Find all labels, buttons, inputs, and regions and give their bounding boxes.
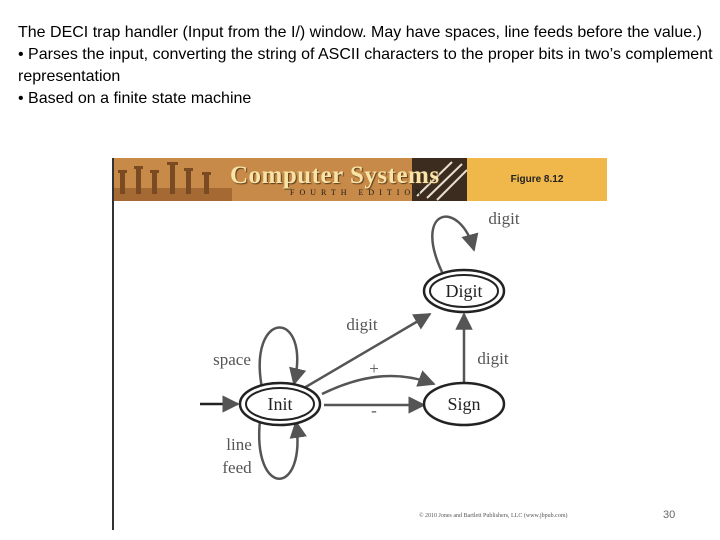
- state-digit-label: Digit: [445, 281, 482, 301]
- bullet-parses: • Parses the input, converting the strin…: [18, 46, 713, 85]
- label-init-to-digit: digit: [346, 315, 377, 334]
- state-init: Init: [238, 381, 322, 427]
- label-line: line: [226, 435, 252, 454]
- state-digit: Digit: [422, 268, 506, 314]
- bullet-fsm: • Based on a finite state machine: [18, 90, 252, 107]
- state-machine-diagram: Digit Init Sign digit digit digit space …: [200, 209, 520, 480]
- label-space: space: [213, 350, 251, 369]
- state-init-label: Init: [268, 394, 293, 414]
- label-sign-to-digit: digit: [477, 349, 508, 368]
- page-number: 30: [663, 509, 676, 521]
- label-feed: feed: [222, 458, 252, 477]
- label-digit-self: digit: [488, 209, 519, 228]
- edge-digit-self: [431, 215, 479, 273]
- copyright-note: © 2010 Jones and Bartlett Publishers, LL…: [419, 513, 568, 519]
- figure-label: Figure 8.12: [467, 158, 607, 201]
- edge-init-to-digit: [303, 312, 432, 390]
- label-plus: +: [369, 359, 379, 378]
- edge-init-to-sign-plus: [321, 370, 436, 396]
- state-sign-label: Sign: [447, 394, 480, 414]
- banner-subtitle: FOURTH EDITION: [290, 188, 426, 197]
- figure-border: [112, 158, 114, 530]
- state-sign: Sign: [422, 381, 506, 427]
- intro-line: The DECI trap handler (Input from the I/…: [18, 24, 702, 41]
- banner-title: Computer Systems: [230, 162, 440, 189]
- ruins-illustration-icon: [112, 158, 467, 201]
- fsm-figure: Computer Systems FOURTH EDITION Figure 8…: [112, 158, 607, 530]
- edge-init-linefeed: [257, 419, 307, 480]
- slide-text: The DECI trap handler (Input from the I/…: [18, 22, 713, 110]
- edge-init-space: [258, 326, 307, 389]
- figure-banner: Computer Systems FOURTH EDITION Figure 8…: [112, 158, 607, 201]
- label-minus: -: [371, 401, 377, 420]
